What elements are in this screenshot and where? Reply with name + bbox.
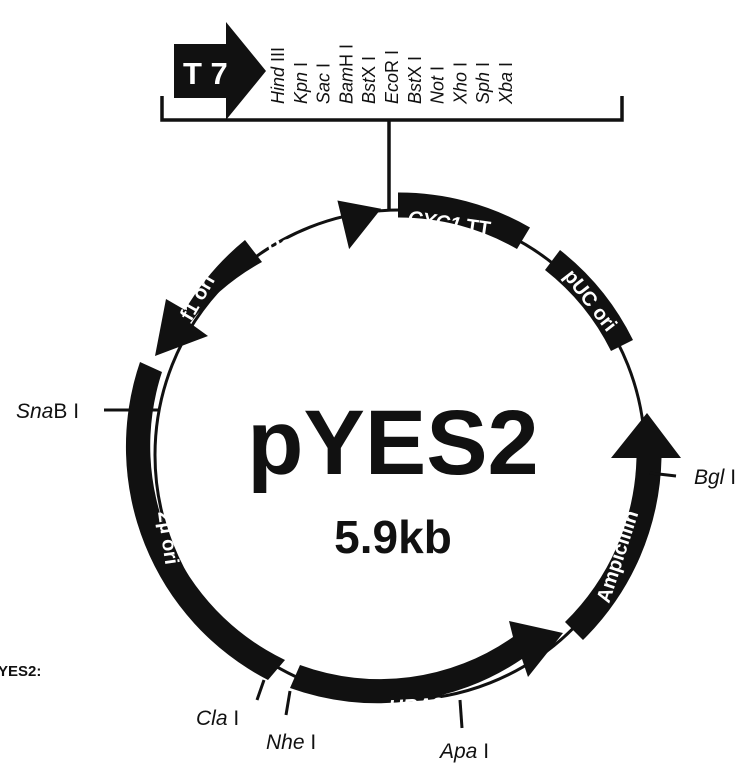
cla1-label-rest: I	[228, 707, 240, 730]
ura3-label: URA3	[388, 694, 444, 719]
mcs-site-name: Xba	[496, 72, 516, 105]
mcs-site-suffix: III	[268, 47, 288, 67]
mcs-site-suffix: I	[314, 63, 334, 73]
apa1-label-rest: I	[477, 740, 489, 763]
mcs-site-suffix: I	[450, 62, 470, 72]
mcs-site-suffix: I	[291, 62, 311, 72]
mcs-site-name: Not	[428, 75, 448, 104]
cla1-tick	[255, 679, 266, 701]
mcs-site-name: Bst	[359, 77, 379, 104]
mcs-site-suffix: X I	[359, 56, 379, 78]
snab1-label-rest: B I	[53, 400, 79, 423]
cyc1-tt-label-main: TT	[459, 215, 492, 241]
cla1-label-italic: Cla	[196, 707, 228, 730]
mcs-site-name: Bst	[405, 77, 425, 104]
mcs-site-label: Hind III	[268, 47, 288, 104]
t7-label: T 7	[183, 56, 228, 91]
ura3-feature	[290, 621, 563, 704]
mcs-site-name: Sac	[314, 73, 334, 104]
bgl1-tick	[649, 471, 677, 478]
mcs-site-suffix: I	[428, 66, 448, 76]
apa1-label-italic: Apa	[438, 740, 477, 763]
nhe1-tick	[284, 690, 292, 716]
nhe1-label: Nhe I	[266, 731, 316, 754]
snab1-label: SnaB I	[16, 400, 79, 423]
mcs-bracket	[160, 96, 624, 122]
puc-ori-label: pUC ori	[559, 266, 621, 336]
ampicillin-feature	[565, 413, 681, 640]
nhe1-label-italic: Nhe	[266, 731, 305, 754]
mcs-site-label: Sac I	[314, 63, 334, 104]
mcs-site-name: Hind	[268, 66, 288, 104]
plasmid-size: 5.9kb	[334, 511, 452, 563]
f1-ori-feature	[155, 240, 262, 356]
mcs-site-label: Not I	[428, 66, 448, 104]
two-micron-ori-feature	[125, 362, 286, 680]
mcs-site-label: Xba I	[496, 62, 516, 105]
bgl1-label-italic: Bgl	[694, 466, 726, 489]
t7-arrow	[174, 22, 266, 120]
puc-ori-feature	[545, 250, 633, 351]
snab1-label-italic: Sna	[16, 400, 53, 423]
cla1-label: Cla I	[196, 707, 239, 730]
mcs-site-label: EcoR I	[382, 50, 402, 104]
plasmid-name: pYES2	[247, 392, 538, 494]
mcs-site-name: Eco	[382, 73, 402, 104]
mcs-site-suffix: X I	[405, 56, 425, 78]
apa1-label: Apa I	[438, 740, 489, 763]
mcs-site-suffix: R I	[382, 50, 402, 73]
stray-caption: YES2:	[0, 663, 41, 680]
mcs-site-suffix: I	[473, 62, 493, 72]
cyc1-tt-feature	[398, 192, 530, 249]
mcs-site-name: Xho	[450, 72, 470, 105]
mcs-site-label: Xho I	[450, 62, 470, 105]
mcs-site-suffix: H I	[336, 44, 356, 67]
mcs-site-label: Kpn I	[291, 62, 311, 104]
mcs-site-label: BstX I	[359, 56, 379, 104]
nhe1-label-rest: I	[305, 731, 317, 754]
mcs-site-name: Bam	[336, 67, 356, 104]
mcs-site-name: Sph	[473, 72, 493, 104]
mcs-site-suffix: I	[496, 62, 516, 72]
bgl1-label: Bgl I	[694, 466, 736, 489]
apa1-tick	[458, 699, 464, 729]
mcs-site-name: Kpn	[291, 72, 311, 104]
bgl1-label-rest: I	[724, 466, 736, 489]
mcs-site-label: Sph I	[473, 62, 493, 104]
mcs-site-label: BamH I	[336, 44, 356, 104]
mcs-site-label: BstX I	[405, 56, 425, 104]
pgal1-label: PGAL1	[264, 221, 323, 260]
pgal1-feature	[262, 200, 382, 262]
